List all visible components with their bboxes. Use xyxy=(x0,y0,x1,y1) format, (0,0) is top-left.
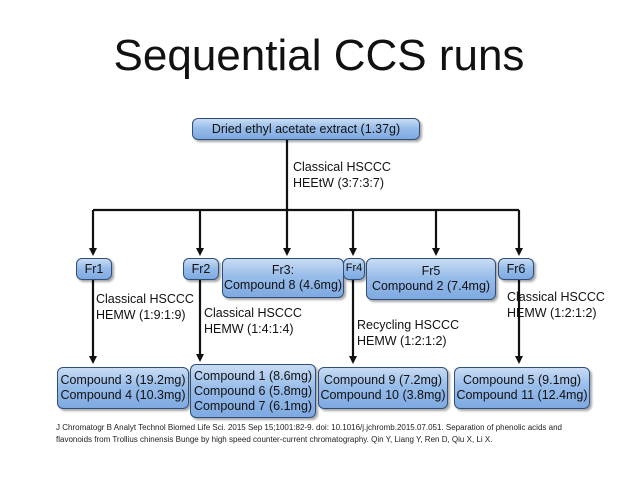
result-fr2-compound-2: Compound 6 (5.8mg) xyxy=(193,383,313,398)
fraction-label-fr5: Fr5 xyxy=(421,264,441,278)
method-label-fr2: Classical HSCCC HEMW (1:4:1:4) xyxy=(204,306,302,337)
result-node-fr4: Compound 9 (7.2mg) Compound 10 (3.8mg) xyxy=(318,367,448,409)
fraction-label-fr2: Fr2 xyxy=(191,261,211,276)
fraction-node-fr4: Fr4 xyxy=(343,258,365,280)
fraction-node-fr5: Fr5 Compound 2 (7.4mg) xyxy=(366,258,496,300)
result-fr6-compound-1: Compound 5 (9.1mg) xyxy=(462,373,582,387)
method-fr2-line-2: HEMW (1:4:1:4) xyxy=(204,321,294,336)
method-fr6-line-2: HEMW (1:2:1:2) xyxy=(507,305,597,320)
fraction-node-fr1: Fr1 xyxy=(76,258,112,280)
result-node-fr2: Compound 1 (8.6mg) Compound 6 (5.8mg) Co… xyxy=(190,364,316,418)
citation: J Chromatogr B Analyt Technol Biomed Lif… xyxy=(56,422,596,445)
method-fr4-line-1: Recycling HSCCC xyxy=(357,318,460,332)
result-fr6-compound-2: Compound 11 (12.4mg) xyxy=(456,388,588,402)
fraction-node-fr3: Fr3: Compound 8 (4.6mg) xyxy=(222,258,344,298)
root-method-line-2: HEEtW (3:7:3:7) xyxy=(293,175,384,190)
method-fr1-line-1: Classical HSCCC xyxy=(96,292,194,306)
citation-line-2: flavonoids from Trollius chinensis Bunge… xyxy=(56,434,493,444)
method-fr6-line-1: Classical HSCCC xyxy=(507,290,605,304)
result-fr4-compound-2: Compound 10 (3.8mg) xyxy=(320,388,446,402)
fraction-node-fr6: Fr6 xyxy=(498,258,534,280)
method-fr4-line-2: HEMW (1:2:1:2) xyxy=(357,333,447,348)
method-fr2-line-1: Classical HSCCC xyxy=(204,306,302,320)
fraction-label-fr6: Fr6 xyxy=(506,261,526,276)
root-label: Dried ethyl acetate extract (1.37g) xyxy=(211,121,401,136)
result-fr2-compound-3: Compound 7 (6.1mg) xyxy=(193,398,313,413)
method-label-fr4: Recycling HSCCC HEMW (1:2:1:2) xyxy=(357,318,459,349)
root-method-label: Classical HSCCC HEEtW (3:7:3:7) xyxy=(293,160,391,191)
fraction-label-fr3: Fr3: xyxy=(271,263,295,277)
fraction-label-fr1: Fr1 xyxy=(84,261,104,276)
result-fr4-compound-1: Compound 9 (7.2mg) xyxy=(323,373,443,387)
slide-title: Sequential CCS runs xyxy=(113,31,525,80)
fraction-node-fr2: Fr2 xyxy=(183,258,219,280)
fraction-compound-fr3: Compound 8 (4.6mg) xyxy=(223,278,343,292)
result-fr1-compound-1: Compound 3 (19.2mg) xyxy=(60,373,186,387)
fraction-compound-fr5: Compound 2 (7.4mg) xyxy=(371,279,491,293)
root-node: Dried ethyl acetate extract (1.37g) xyxy=(192,118,420,140)
root-method-line-1: Classical HSCCC xyxy=(293,160,391,174)
result-fr1-compound-2: Compound 4 (10.3mg) xyxy=(60,388,186,402)
result-node-fr6: Compound 5 (9.1mg) Compound 11 (12.4mg) xyxy=(454,367,590,409)
method-label-fr6: Classical HSCCC HEMW (1:2:1:2) xyxy=(507,290,605,321)
result-fr2-compound-1: Compound 1 (8.6mg) xyxy=(193,368,313,383)
citation-line-1: J Chromatogr B Analyt Technol Biomed Lif… xyxy=(56,423,562,432)
method-label-fr1: Classical HSCCC HEMW (1:9:1:9) xyxy=(96,292,194,323)
result-node-fr1: Compound 3 (19.2mg) Compound 4 (10.3mg) xyxy=(57,367,189,409)
fraction-label-fr4: Fr4 xyxy=(345,262,363,275)
method-fr1-line-2: HEMW (1:9:1:9) xyxy=(96,307,186,322)
